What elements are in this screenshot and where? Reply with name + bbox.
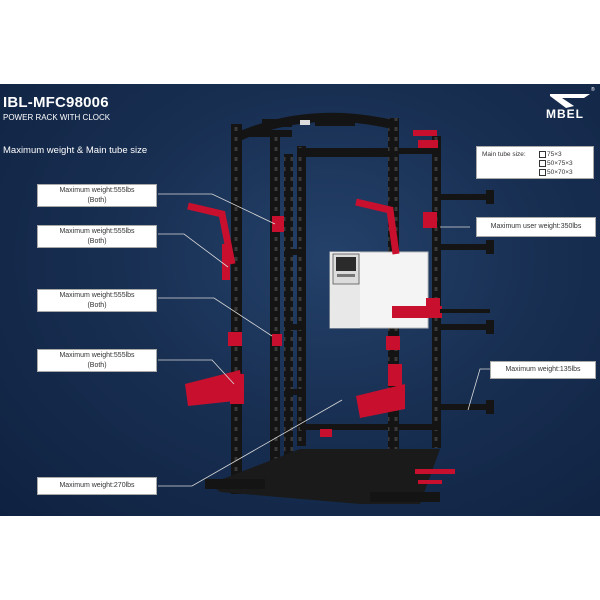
callout-line: Maximum user weight:350lbs (490, 223, 582, 230)
weight-pegs (285, 190, 494, 414)
callout-peg-weight: Maximum weight:135lbs (490, 361, 596, 379)
callout-line: Maximum weight:270lbs (59, 482, 135, 489)
product-model-title: IBL-MFC98006 (3, 94, 109, 111)
tube-size-label: Main tube size: (482, 151, 526, 158)
callout-line: Maximum weight:555lbs (59, 227, 135, 235)
back-frame (297, 136, 441, 448)
callout-upper-weight-1: Maximum weight:555lbs (Both) (37, 184, 157, 207)
callout-qualifier: (Both) (87, 361, 107, 369)
callout-leader-lines (158, 193, 490, 487)
registered-mark: ® (591, 87, 595, 93)
callout-qualifier: (Both) (87, 301, 107, 309)
tube-size-spec: Main tube size: 75×3 50×75×3 50×70×3 (476, 146, 594, 179)
callout-line: Maximum weight:555lbs (59, 351, 135, 359)
base-frame (205, 429, 455, 504)
top-frame (238, 112, 438, 157)
callout-qualifier: (Both) (87, 196, 107, 204)
product-panel: IBL-MFC98006 POWER RACK WITH CLOCK Maxim… (0, 84, 600, 516)
callout-middle-weight: Maximum weight:555lbs (Both) (37, 289, 157, 312)
tube-size-option: 50×75×3 (539, 160, 573, 167)
j-hooks (228, 212, 440, 350)
callout-line: Maximum weight:555lbs (59, 291, 135, 299)
safety-arm-upper (392, 306, 490, 318)
dip-bar-left (187, 202, 236, 280)
callout-line: Maximum weight:555lbs (59, 186, 135, 194)
checkbox-icon (539, 160, 546, 167)
tube-size-option: 50×70×3 (539, 169, 573, 176)
checkbox-icon (539, 169, 546, 176)
callout-upper-weight-2: Maximum weight:555lbs (Both) (37, 225, 157, 248)
product-subtitle: POWER RACK WITH CLOCK (3, 113, 111, 122)
spotter-arm-left (185, 370, 244, 406)
digital-clock-icon (332, 253, 360, 285)
checkbox-icon (539, 151, 546, 158)
callout-user-weight: Maximum user weight:350lbs (476, 217, 596, 237)
callout-lower-weight: Maximum weight:555lbs (Both) (37, 349, 157, 372)
power-rack-illustration (158, 112, 494, 504)
tube-size-option: 75×3 (539, 151, 562, 158)
spotter-arm-right (356, 364, 405, 418)
brand-logo-icon (550, 94, 590, 108)
brand-logo-text: MBEL (546, 107, 584, 121)
dip-bar-right (355, 198, 400, 255)
section-heading: Maximum weight & Main tube size (3, 145, 148, 156)
callout-bottom-weight: Maximum weight:270lbs (37, 477, 157, 495)
callout-qualifier: (Both) (87, 237, 107, 245)
callout-line: Maximum weight:135lbs (505, 366, 581, 373)
